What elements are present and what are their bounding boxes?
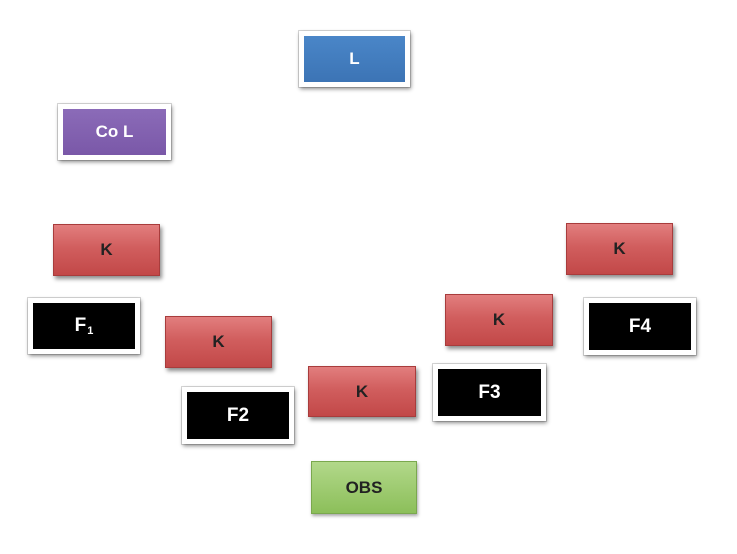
node-f3: F3 — [433, 364, 546, 421]
node-k-mid-left: K — [165, 316, 272, 368]
node-co-l: Co L — [58, 104, 171, 160]
node-f2: F2 — [182, 387, 294, 444]
node-k-mid-right-label: K — [492, 310, 506, 329]
node-f3-label: F3 — [478, 381, 501, 403]
node-f1: F1 — [28, 298, 140, 354]
node-f1-label: F1 — [74, 315, 94, 337]
node-f4: F4 — [584, 298, 696, 355]
node-k-center-label: K — [355, 381, 369, 401]
node-k-left: K — [53, 224, 160, 276]
node-l-label: L — [349, 49, 360, 68]
node-f2-label: F2 — [226, 404, 250, 426]
node-k-right-label: K — [613, 239, 626, 258]
node-l: L — [299, 31, 410, 87]
node-k-center: K — [308, 366, 416, 417]
node-k-left-label: K — [100, 240, 113, 259]
node-co-l-label: Co L — [95, 122, 134, 141]
node-obs: OBS — [311, 461, 417, 514]
node-f4-label: F4 — [628, 315, 652, 337]
node-k-mid-left-label: K — [212, 332, 225, 351]
node-k-mid-right: K — [445, 294, 553, 346]
node-k-right: K — [566, 223, 673, 275]
node-obs-label: OBS — [345, 477, 383, 497]
